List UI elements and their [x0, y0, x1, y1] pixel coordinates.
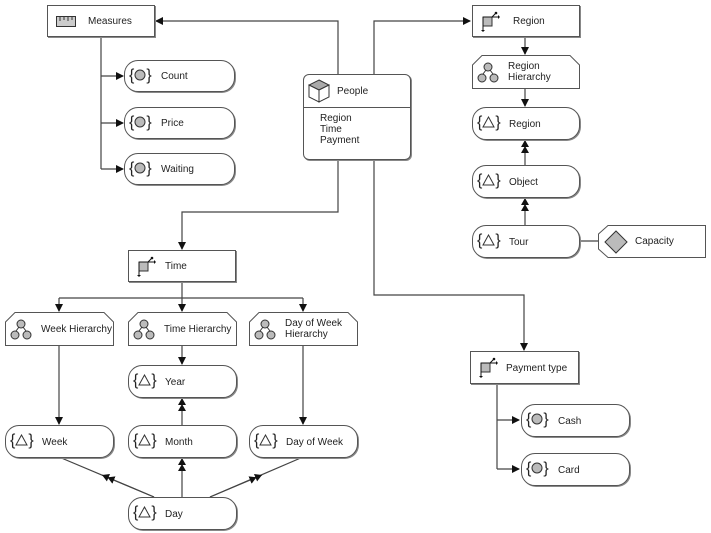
cube-attribute: Payment — [320, 135, 360, 146]
measures-node[interactable]: Measures — [47, 5, 155, 37]
hierarchy-label: Week Hierarchy — [41, 324, 112, 335]
level-triangle-icon: {} — [477, 232, 501, 249]
level-label: Year — [165, 377, 186, 388]
attribute-capacity[interactable]: Capacity — [598, 225, 706, 258]
hierarchy-shape — [249, 312, 358, 346]
level-triangle-icon: {} — [133, 504, 157, 521]
level-label: Day of Week — [286, 437, 344, 448]
dimension-icon — [137, 256, 156, 277]
cube-divider — [304, 107, 410, 108]
edge-people-payment — [373, 159, 528, 351]
level-month[interactable]: {} Month — [128, 425, 237, 458]
dimension-title: Payment type — [506, 363, 568, 374]
measures-title: Measures — [88, 16, 132, 27]
level-label: Week — [42, 437, 68, 448]
measure-label: Count — [161, 71, 188, 82]
level-triangle-icon: {} — [477, 114, 501, 131]
measure-label: Waiting — [161, 164, 194, 175]
measure-circle-icon: {} — [129, 114, 152, 131]
level-label: Object — [509, 177, 538, 188]
edge-people-region — [373, 17, 471, 74]
dimension-title: Time — [165, 261, 187, 272]
cube-icon — [308, 79, 330, 103]
level-triangle-icon: {} — [133, 432, 157, 449]
hierarchy-week-node[interactable]: Week Hierarchy — [5, 312, 114, 346]
cube-people-node[interactable]: People Region Time Payment — [303, 74, 411, 160]
measure-waiting[interactable]: {} Waiting — [124, 153, 235, 185]
dimension-region-node[interactable]: Region — [472, 5, 580, 37]
dimension-title: Region — [513, 16, 545, 27]
measure-count[interactable]: {} Count — [124, 60, 235, 92]
hierarchy-icon — [133, 319, 155, 340]
level-label: Tour — [509, 237, 529, 248]
cube-attribute: Region — [320, 113, 352, 124]
attribute-label: Capacity — [635, 236, 674, 247]
level-year[interactable]: {} Year — [128, 365, 237, 398]
level-label: Day — [165, 509, 183, 520]
level-object[interactable]: {} Object — [472, 165, 580, 198]
level-week[interactable]: {} Week — [5, 425, 114, 458]
level-tour[interactable]: {} Tour — [472, 225, 580, 258]
measure-circle-icon: {} — [526, 460, 549, 477]
attribute-shape — [598, 225, 706, 258]
hierarchy-icon — [477, 62, 499, 83]
level-day-of-week[interactable]: {} Day of Week — [249, 425, 358, 458]
diamond-icon — [604, 230, 628, 254]
dimension-icon — [481, 11, 500, 32]
member-label: Card — [558, 465, 580, 476]
measure-circle-icon: {} — [129, 160, 152, 177]
cube-title: People — [337, 86, 369, 97]
member-cash[interactable]: {} Cash — [521, 404, 630, 437]
dimension-payment-node[interactable]: Payment type — [470, 351, 579, 384]
hierarchy-shape — [472, 55, 580, 89]
dimension-icon — [479, 357, 498, 378]
level-triangle-icon: {} — [10, 432, 34, 449]
level-label: Month — [165, 437, 193, 448]
member-card[interactable]: {} Card — [521, 453, 630, 486]
hierarchy-shape — [128, 312, 237, 346]
hierarchy-time-node[interactable]: Time Hierarchy — [128, 312, 237, 346]
dimension-time-node[interactable]: Time — [128, 250, 236, 282]
ruler-icon — [56, 16, 76, 27]
measure-label: Price — [161, 118, 184, 129]
edge-people-measures — [155, 17, 339, 74]
level-day[interactable]: {} Day — [128, 497, 237, 530]
hierarchy-icon — [254, 319, 276, 340]
measure-circle-icon: {} — [526, 411, 549, 428]
edge-day-dow-head — [209, 474, 263, 498]
level-label: Region — [509, 119, 541, 130]
member-label: Cash — [558, 416, 582, 427]
cube-attributes: Region Time Payment — [320, 113, 359, 146]
level-triangle-icon: {} — [477, 172, 501, 189]
measure-circle-icon: {} — [129, 67, 152, 84]
cube-attribute: Time — [320, 124, 342, 135]
level-region[interactable]: {} Region — [472, 107, 580, 140]
hierarchy-shape — [5, 312, 114, 346]
hierarchy-icon — [10, 319, 32, 340]
level-triangle-icon: {} — [133, 372, 157, 389]
hierarchy-label: Time Hierarchy — [164, 324, 232, 335]
measure-price[interactable]: {} Price — [124, 107, 235, 139]
edge-people-time — [178, 159, 339, 250]
level-triangle-icon: {} — [254, 432, 278, 449]
edge-day-week-head — [101, 474, 155, 498]
